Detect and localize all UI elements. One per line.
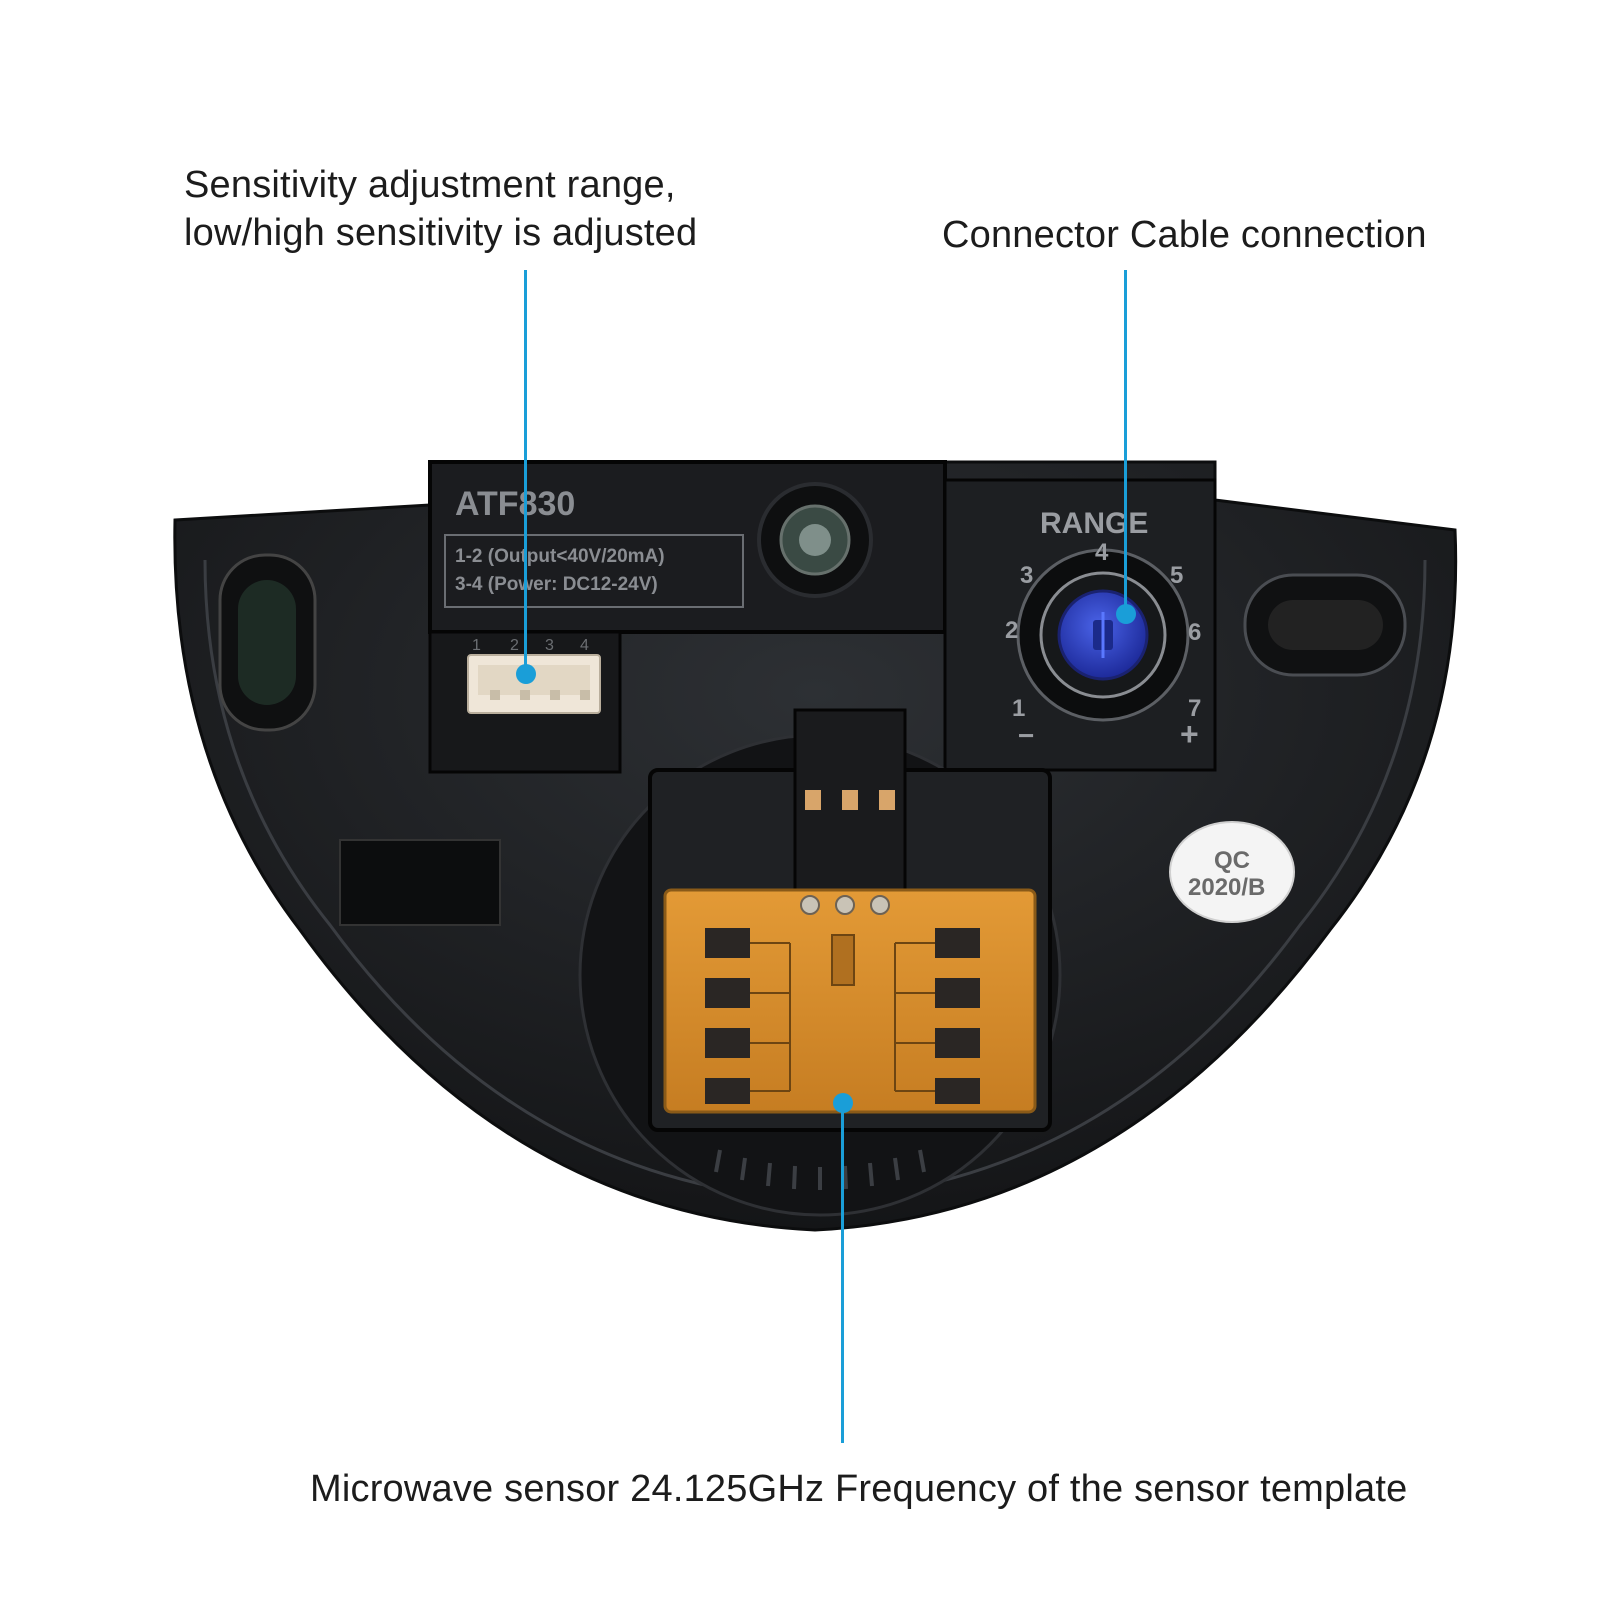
sensitivity-leader-dot — [516, 664, 536, 684]
pcb-pins — [800, 895, 890, 915]
spec-box — [444, 534, 744, 608]
dial-number-5: 5 — [1170, 562, 1183, 589]
microwave-leader-line — [841, 1103, 844, 1443]
microwave-leader-dot — [833, 1093, 853, 1113]
dial-number-3: 3 — [1020, 562, 1033, 589]
mounting-slot-left — [218, 553, 317, 732]
front-window — [339, 839, 501, 926]
pin-label-2: 2 — [510, 637, 519, 654]
antenna-patches-left — [705, 928, 750, 1104]
qc-line-2: 2020/B — [1188, 874, 1265, 901]
spec-line-1: 1-2 (Output<40V/20mA) — [455, 546, 665, 567]
dial-number-1: 1 — [1012, 695, 1025, 722]
pin-label-3: 3 — [545, 637, 554, 654]
dial-number-7: 7 — [1188, 695, 1201, 722]
plus-sign: + — [1180, 716, 1199, 752]
antenna-patches-right — [935, 928, 980, 1104]
qc-sticker: QC 2020/B — [1169, 821, 1295, 923]
sensitivity-callout-line1: Sensitivity adjustment range, — [184, 164, 676, 206]
cable-plug — [793, 708, 907, 902]
sensitivity-leader-line — [524, 270, 527, 676]
dial-number-2: 2 — [1005, 617, 1018, 644]
connector-leader-dot — [1116, 604, 1136, 624]
range-label: RANGE — [1040, 507, 1148, 540]
mounting-slot-right — [1243, 573, 1407, 677]
dial-number-6: 6 — [1188, 619, 1201, 646]
four-pin-connector — [467, 654, 601, 714]
qc-line-1: QC — [1214, 847, 1250, 874]
dial-number-4: 4 — [1095, 539, 1109, 566]
connector-callout: Connector Cable connection — [942, 214, 1427, 256]
connector-leader-line — [1124, 270, 1127, 616]
pcb-chip — [831, 934, 855, 986]
pin-label-1: 1 — [472, 637, 481, 654]
mount-teeth — [714, 1149, 926, 1190]
microwave-callout: Microwave sensor 24.125GHz Frequency of … — [310, 1468, 1408, 1510]
led-lens — [757, 482, 873, 598]
sensitivity-callout: Sensitivity adjustment range, low/high s… — [184, 161, 784, 257]
pin-label-4: 4 — [580, 637, 589, 654]
sensitivity-callout-line2: low/high sensitivity is adjusted — [184, 212, 698, 254]
spec-line-2: 3-4 (Power: DC12-24V) — [455, 574, 658, 595]
model-label: ATF830 — [455, 485, 575, 523]
minus-sign: − — [1018, 720, 1034, 751]
